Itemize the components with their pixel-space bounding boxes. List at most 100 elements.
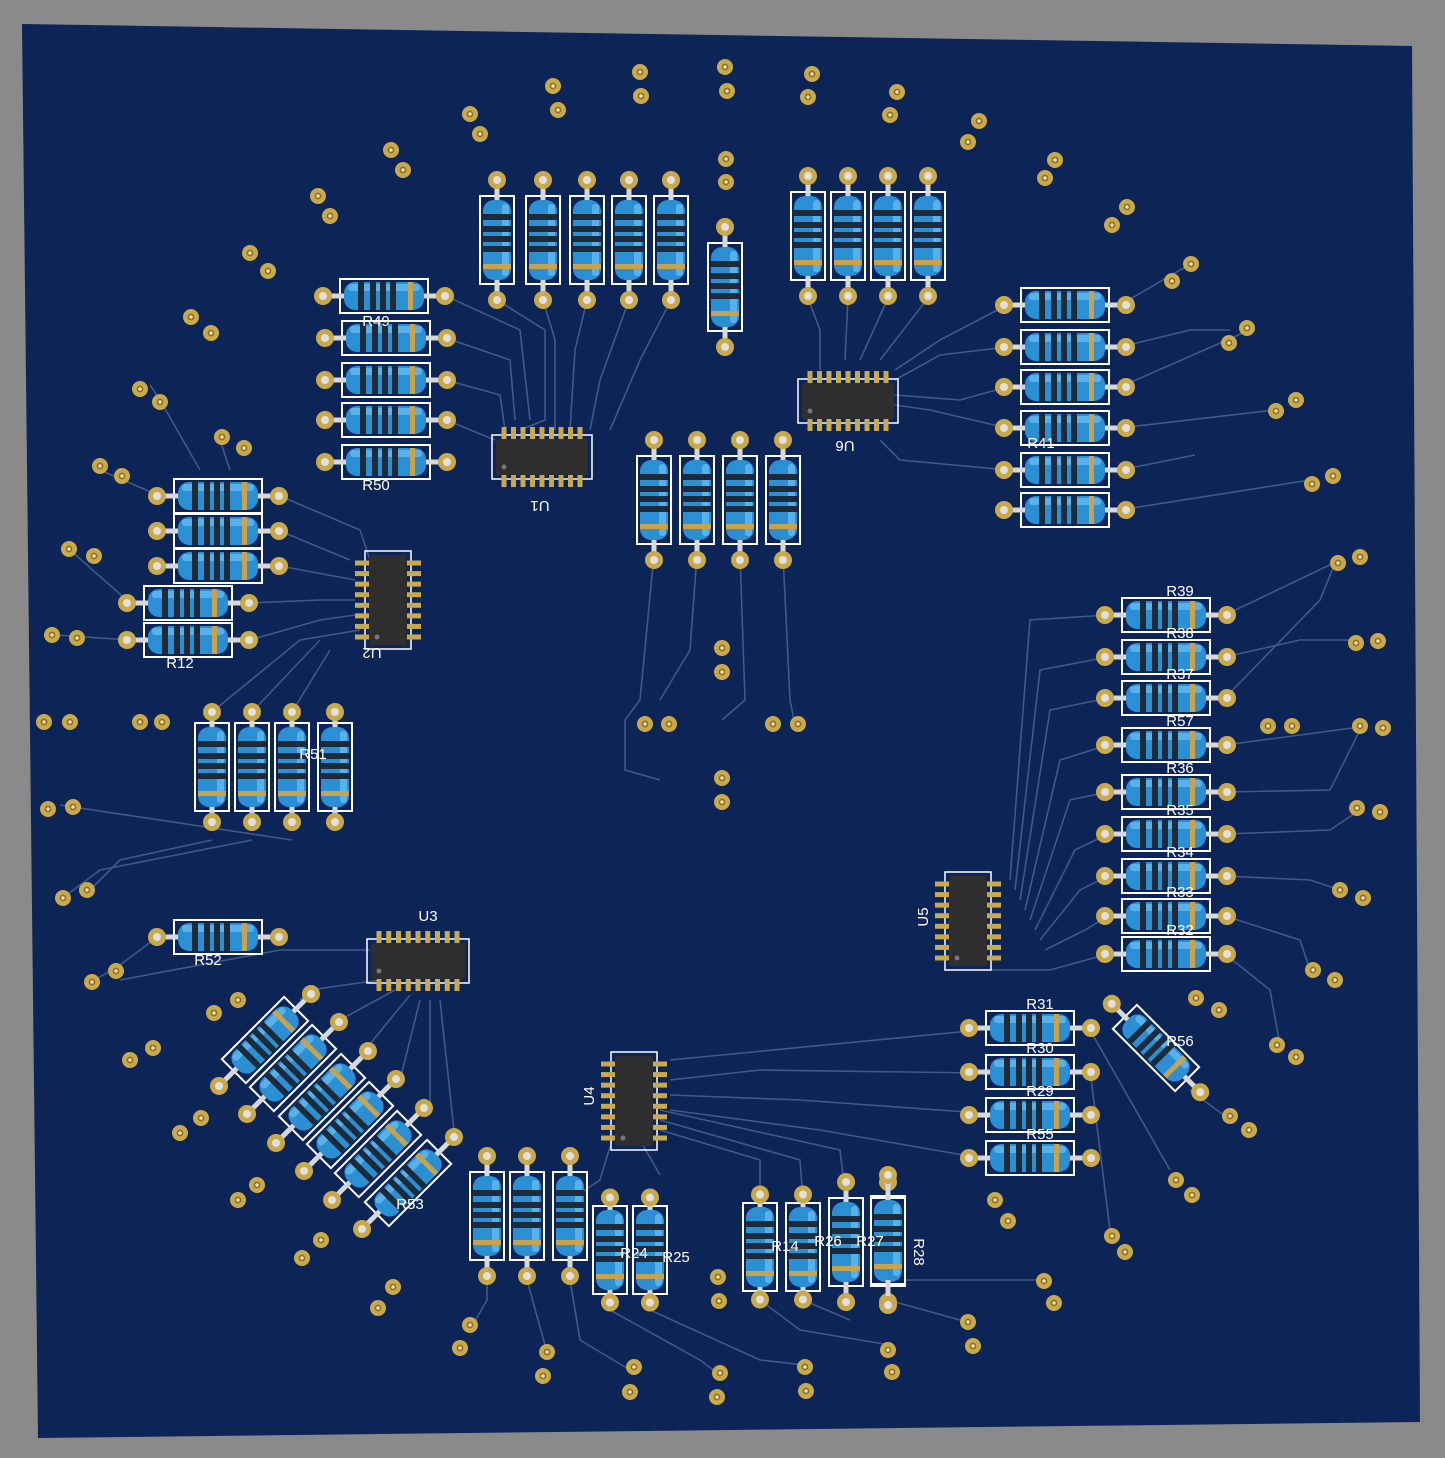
resistor-unlabeled — [995, 369, 1135, 405]
resistor-r53 — [353, 1128, 463, 1238]
test-pad — [714, 794, 730, 810]
ic-u2 — [355, 550, 421, 650]
ic-u6 — [797, 371, 899, 431]
trace — [279, 495, 371, 561]
resistor-r41 — [995, 410, 1135, 446]
resistor-label: R24 — [620, 1245, 648, 1262]
trace — [1224, 915, 1311, 971]
trace — [569, 299, 588, 431]
test-pad — [800, 89, 816, 105]
ic-label: U5 — [915, 907, 932, 926]
component-layer — [118, 167, 1236, 1314]
test-pad — [395, 162, 411, 178]
trace — [894, 304, 1008, 371]
trace — [807, 297, 821, 370]
resistor-unlabeled — [870, 167, 906, 305]
resistor-label: R38 — [1166, 625, 1194, 642]
test-pad — [62, 714, 78, 730]
test-pad — [880, 1342, 896, 1358]
test-pad — [765, 716, 781, 732]
test-pad — [310, 188, 326, 204]
resistor-unlabeled — [722, 431, 758, 569]
test-pad — [206, 1005, 222, 1021]
test-pad — [132, 714, 148, 730]
test-pad — [1241, 1122, 1257, 1138]
test-pad — [132, 381, 148, 397]
trace — [364, 994, 411, 1051]
test-pad — [152, 394, 168, 410]
test-pad — [122, 1052, 138, 1068]
test-pad — [145, 1040, 161, 1056]
test-pad — [790, 716, 806, 732]
resistor-r49 — [316, 320, 456, 356]
trace — [445, 337, 516, 421]
trace — [894, 404, 1008, 429]
test-pad — [718, 174, 734, 190]
trace — [1089, 1029, 1171, 1171]
resistor-label: R14 — [771, 1238, 799, 1255]
test-pad — [154, 714, 170, 730]
test-pad — [183, 309, 199, 325]
test-pad — [1119, 199, 1135, 215]
trace — [669, 1094, 981, 1114]
resistor-label: R55 — [1026, 1126, 1054, 1143]
test-pad — [535, 1368, 551, 1384]
trace — [1119, 409, 1276, 429]
test-pad — [1104, 1228, 1120, 1244]
test-pad — [214, 429, 230, 445]
test-pad — [385, 1279, 401, 1295]
resistor-r12 — [118, 622, 258, 658]
test-pad — [626, 1359, 642, 1375]
trace — [249, 599, 355, 604]
test-pad — [79, 882, 95, 898]
ic-label: U3 — [418, 908, 437, 925]
trace — [1224, 562, 1336, 699]
resistor-unlabeled — [509, 1147, 545, 1285]
test-pad — [960, 134, 976, 150]
test-pad — [230, 1192, 246, 1208]
resistor-unlabeled — [194, 703, 230, 831]
resistor-unlabeled — [274, 703, 310, 831]
test-pad — [971, 113, 987, 129]
resistor-r39 — [1096, 597, 1236, 633]
trace — [439, 999, 456, 1141]
resistor-label: R32 — [1166, 922, 1194, 939]
test-pad — [889, 84, 905, 100]
test-pad — [1327, 972, 1343, 988]
trace — [542, 299, 556, 430]
resistor-unlabeled — [995, 492, 1135, 528]
test-pad — [1260, 718, 1276, 734]
resistor-label: R28 — [910, 1238, 927, 1266]
resistor-r30 — [960, 1054, 1100, 1090]
test-pad — [61, 541, 77, 557]
trace — [291, 649, 331, 713]
test-pad — [882, 107, 898, 123]
test-pad — [1117, 1244, 1133, 1260]
resistor-label: R29 — [1026, 1083, 1054, 1100]
test-pad — [710, 1269, 726, 1285]
test-pad — [92, 458, 108, 474]
ic-u4 — [601, 1051, 667, 1151]
test-pad — [632, 64, 648, 80]
trace — [1224, 639, 1360, 658]
test-pad — [1304, 476, 1320, 492]
ic-label: U6 — [835, 437, 854, 454]
resistor-label: R57 — [1166, 713, 1194, 730]
trace — [1224, 559, 1341, 616]
resistor-r38 — [1096, 639, 1236, 675]
trace — [1034, 833, 1109, 931]
resistor-unlabeled — [323, 1099, 433, 1209]
trace — [1119, 329, 1230, 348]
test-pad — [1184, 1187, 1200, 1203]
test-pad — [65, 799, 81, 815]
test-pad — [1288, 392, 1304, 408]
test-pad — [172, 1125, 188, 1141]
test-pad — [711, 1293, 727, 1309]
test-pad — [1037, 170, 1053, 186]
test-pad — [1375, 720, 1391, 736]
resistor-label: R56 — [1166, 1033, 1194, 1050]
resistor-r14 — [785, 1185, 821, 1309]
resistor-label: R35 — [1166, 802, 1194, 819]
trace — [659, 554, 698, 701]
test-pad — [714, 664, 730, 680]
